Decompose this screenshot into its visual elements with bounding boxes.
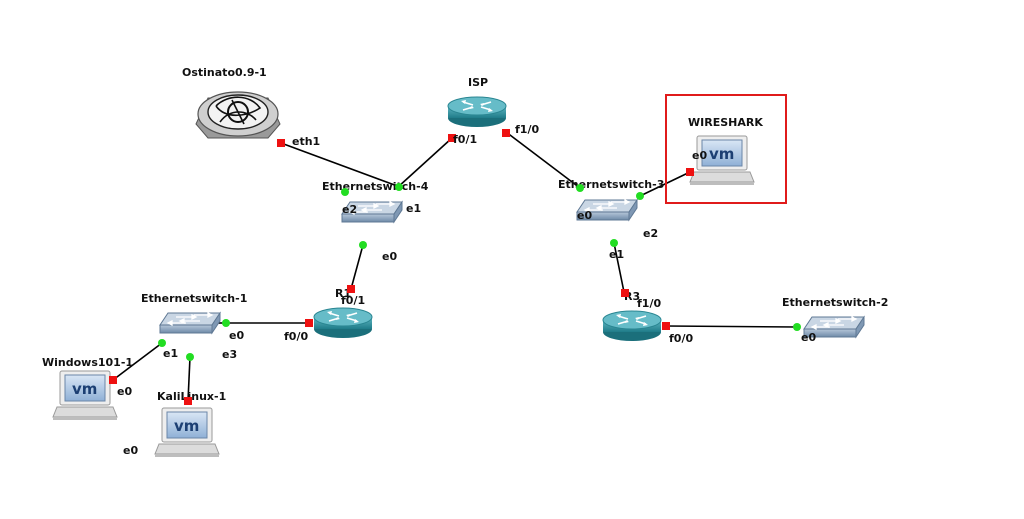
node-esw3[interactable]: Ethernetswitch-3	[558, 178, 664, 221]
port-wireshark-e0[interactable]	[686, 168, 694, 176]
router-icon	[447, 96, 507, 128]
port-label: f0/1	[341, 294, 365, 307]
port-label: e3	[222, 348, 237, 361]
node-esw1[interactable]: Ethernetswitch-1	[141, 292, 247, 334]
port-label: e1	[406, 202, 421, 215]
port-label: e0	[692, 149, 707, 162]
port-label: f0/0	[284, 330, 308, 343]
port-r3-f10[interactable]	[621, 289, 629, 297]
router-icon	[313, 307, 373, 339]
port-ostinato-eth1[interactable]	[277, 139, 285, 147]
port-isp-f10[interactable]	[502, 129, 510, 137]
port-r1-f00[interactable]	[305, 319, 313, 327]
link-esw4-r1[interactable]	[350, 244, 364, 290]
router-icon	[602, 310, 662, 342]
port-label: eth1	[292, 135, 320, 148]
port-esw3-e2[interactable]	[636, 192, 644, 200]
port-esw4-e2[interactable]	[341, 188, 349, 196]
vm-badge: vm	[709, 145, 734, 163]
node-ostinato[interactable]: Ostinato0.9-1	[182, 66, 281, 139]
port-esw2-e0[interactable]	[793, 323, 801, 331]
port-label: e2	[643, 227, 658, 240]
selection-box	[665, 94, 787, 204]
port-label: e0	[577, 209, 592, 222]
vm-badge: vm	[72, 380, 97, 398]
switch-icon	[159, 312, 221, 334]
port-esw1-e1[interactable]	[158, 339, 166, 347]
link-isp-esw3[interactable]	[505, 131, 581, 189]
node-label: Ethernetswitch-1	[141, 292, 247, 305]
link-esw1-kali[interactable]	[187, 356, 191, 402]
link-ostinato-esw4[interactable]	[280, 142, 401, 188]
port-esw3-e1[interactable]	[610, 239, 618, 247]
node-windows[interactable]: vm Windows101-1	[42, 356, 133, 421]
link-r3-esw2[interactable]	[665, 325, 797, 328]
node-label: WIRESHARK	[688, 116, 763, 129]
port-r1-f01[interactable]	[347, 285, 355, 293]
vm-host-icon: vm	[154, 407, 220, 458]
vm-badge: vm	[174, 417, 199, 435]
port-label: e0	[382, 250, 397, 263]
port-label: e0	[229, 329, 244, 342]
port-isp-f01[interactable]	[448, 134, 456, 142]
port-esw3-e0[interactable]	[576, 184, 584, 192]
vm-host-icon: vm	[689, 135, 755, 186]
node-label: Ethernetswitch-4	[322, 180, 429, 193]
port-label: f0/1	[453, 133, 477, 146]
port-esw4-e1[interactable]	[395, 183, 403, 191]
port-esw1-e3[interactable]	[186, 353, 194, 361]
port-r3-f00[interactable]	[662, 322, 670, 330]
port-kali-e0[interactable]	[184, 397, 192, 405]
port-label: f1/0	[515, 123, 539, 136]
node-kali[interactable]: vm KaliLinux-1	[154, 390, 226, 458]
port-label: e0	[117, 385, 132, 398]
link-esw3-r3[interactable]	[613, 242, 625, 293]
node-label: ISP	[468, 76, 488, 89]
port-indicators	[109, 129, 801, 405]
port-win-e0[interactable]	[109, 376, 117, 384]
link-esw1-win[interactable]	[112, 342, 163, 381]
node-label: KaliLinux-1	[157, 390, 226, 403]
port-label: e0	[801, 331, 816, 344]
node-label: Ethernetswitch-3	[558, 178, 664, 191]
traffic-generator-icon	[195, 91, 281, 139]
node-esw2[interactable]: Ethernetswitch-2	[782, 296, 888, 338]
port-label: e1	[163, 347, 178, 360]
port-label: f0/0	[669, 332, 693, 345]
port-label: e1	[609, 248, 624, 261]
port-labels: eth1 f0/1 f1/0 e0 e2 e1 e0 e0 e2 e1 f0/1…	[117, 123, 816, 457]
node-label: Ethernetswitch-2	[782, 296, 888, 309]
node-label: Ostinato0.9-1	[182, 66, 267, 79]
port-label: f1/0	[637, 297, 661, 310]
node-esw4[interactable]: Ethernetswitch-4	[322, 180, 429, 223]
port-esw1-e0[interactable]	[222, 319, 230, 327]
vm-host-icon: vm	[52, 370, 118, 421]
port-label: e2	[342, 203, 357, 216]
node-wireshark[interactable]: vm WIRESHARK	[688, 116, 763, 186]
node-label: Windows101-1	[42, 356, 133, 369]
port-label: e0	[123, 444, 138, 457]
link-isp-esw4[interactable]	[397, 137, 453, 188]
node-isp[interactable]: ISP	[447, 76, 507, 128]
port-esw4-e0[interactable]	[359, 241, 367, 249]
